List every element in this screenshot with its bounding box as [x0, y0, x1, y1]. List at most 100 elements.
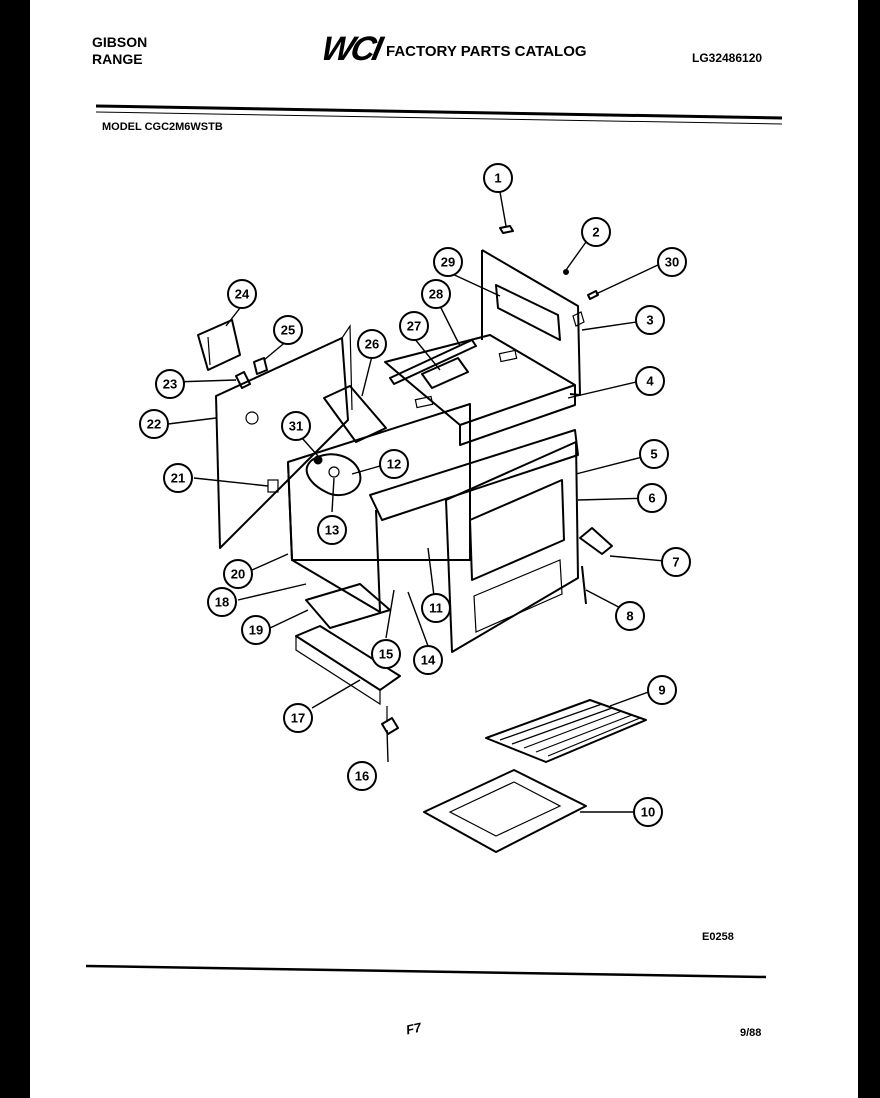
callout-3: 3: [635, 305, 665, 335]
svg-text:8: 8: [626, 609, 633, 624]
callout-group: 1 2 3 4 5 6 7 8 9 10 11 12 13 14 15 16 1…: [139, 163, 691, 827]
svg-text:16: 16: [355, 769, 369, 784]
callout-5: 5: [639, 439, 669, 469]
part-30-shape: [587, 290, 599, 300]
part-22-hole: [245, 411, 259, 425]
svg-text:26: 26: [365, 337, 379, 352]
part-22-flange: [341, 324, 353, 411]
callout-6: 6: [637, 483, 667, 513]
part-4-top: [384, 334, 576, 426]
callout-10: 10: [633, 797, 663, 827]
callout-2: 2: [581, 217, 611, 247]
svg-text:24: 24: [235, 287, 250, 302]
part-16-shape: [381, 717, 399, 735]
header-rule-bottom: [95, 111, 783, 125]
part-4-slot-2: [414, 395, 434, 409]
svg-text:17: 17: [291, 711, 305, 726]
oven-liner-top: [369, 429, 579, 521]
svg-text:29: 29: [441, 255, 455, 270]
svg-text:11: 11: [429, 601, 443, 616]
part-12-shape: [305, 453, 362, 497]
callout-26: 26: [357, 329, 387, 359]
callout-17: 17: [283, 703, 313, 733]
callout-9: 9: [647, 675, 677, 705]
part-17-front: [295, 636, 381, 706]
catalog-number: LG32486120: [692, 51, 763, 65]
brand-block: GIBSON RANGE: [92, 34, 147, 68]
model-label: MODEL CGC2M6WSTB: [102, 121, 223, 133]
part-9-shape: [485, 699, 647, 763]
svg-text:27: 27: [407, 319, 421, 334]
part-1-shape: [499, 225, 514, 234]
svg-text:23: 23: [163, 377, 177, 392]
oven-body-side: [287, 461, 381, 613]
callout-8: 8: [615, 601, 645, 631]
drawing-code: E0258: [702, 931, 734, 943]
callout-13: 13: [317, 515, 347, 545]
part-10-inner: [448, 781, 562, 837]
part-7-shape: [579, 527, 613, 555]
callout-23: 23: [155, 369, 185, 399]
callout-16: 16: [347, 761, 377, 791]
callout-19: 19: [241, 615, 271, 645]
oven-parts-drawing: [197, 225, 647, 853]
callout-25: 25: [273, 315, 303, 345]
svg-text:18: 18: [215, 595, 229, 610]
svg-text:6: 6: [648, 491, 655, 506]
part-2-shape: [563, 269, 569, 275]
part-26-shape: [323, 385, 387, 443]
callout-14: 14: [413, 645, 443, 675]
svg-text:3: 3: [646, 313, 653, 328]
footer-rule: [85, 964, 767, 979]
catalog-sheet: GIBSON RANGE WCI FACTORY PARTS CATALOG L…: [30, 0, 858, 1098]
svg-text:22: 22: [147, 417, 161, 432]
exploded-parts-diagram: 1 2 3 4 5 6 7 8 9 10 11 12 13 14 15 16 1…: [85, 104, 783, 979]
svg-text:30: 30: [665, 255, 679, 270]
svg-text:4: 4: [646, 374, 654, 389]
part-8-shape: [581, 565, 587, 605]
callout-12: 12: [379, 449, 409, 479]
part-19-shape: [305, 583, 391, 629]
svg-text:19: 19: [249, 623, 263, 638]
part-9-bars: [499, 703, 641, 757]
callout-31: 31: [281, 411, 311, 441]
svg-text:12: 12: [387, 457, 401, 472]
header-rule-top: [95, 104, 783, 120]
product-type: RANGE: [92, 51, 143, 67]
oven-body-left: [287, 403, 471, 561]
callout-21: 21: [163, 463, 193, 493]
brand-name: GIBSON: [92, 34, 148, 50]
callout-28: 28: [421, 279, 451, 309]
part-13-shape: [328, 466, 340, 478]
callout-29: 29: [433, 247, 463, 277]
svg-text:25: 25: [281, 323, 295, 338]
svg-text:20: 20: [231, 567, 245, 582]
callout-20: 20: [223, 559, 253, 589]
svg-text:31: 31: [289, 419, 303, 434]
part-4-front: [459, 385, 576, 446]
revision-date: 9/88: [740, 1027, 762, 1039]
callout-4: 4: [635, 366, 665, 396]
part-29-shape: [495, 284, 561, 341]
part-24-shape: [197, 319, 241, 371]
part-3-bracket: [572, 311, 585, 327]
part-31-shape: [313, 455, 323, 465]
door-panel: [473, 559, 563, 633]
callout-1: 1: [483, 163, 513, 193]
part-4-slot: [498, 349, 518, 363]
part-27-shape: [421, 357, 469, 389]
svg-text:1: 1: [494, 171, 501, 186]
callout-11: 11: [421, 593, 451, 623]
part-17-shape: [295, 625, 401, 691]
part-25-shape: [253, 357, 268, 375]
callout-24: 24: [227, 279, 257, 309]
svg-text:21: 21: [171, 471, 185, 486]
svg-text:7: 7: [672, 555, 679, 570]
part-22-shape: [215, 337, 349, 549]
part-28-shape: [389, 339, 477, 385]
catalog-title: FACTORY PARTS CATALOG: [386, 43, 587, 60]
svg-text:9: 9: [658, 683, 665, 698]
callout-22: 22: [139, 409, 169, 439]
callout-15: 15: [371, 639, 401, 669]
door-window: [469, 479, 565, 581]
